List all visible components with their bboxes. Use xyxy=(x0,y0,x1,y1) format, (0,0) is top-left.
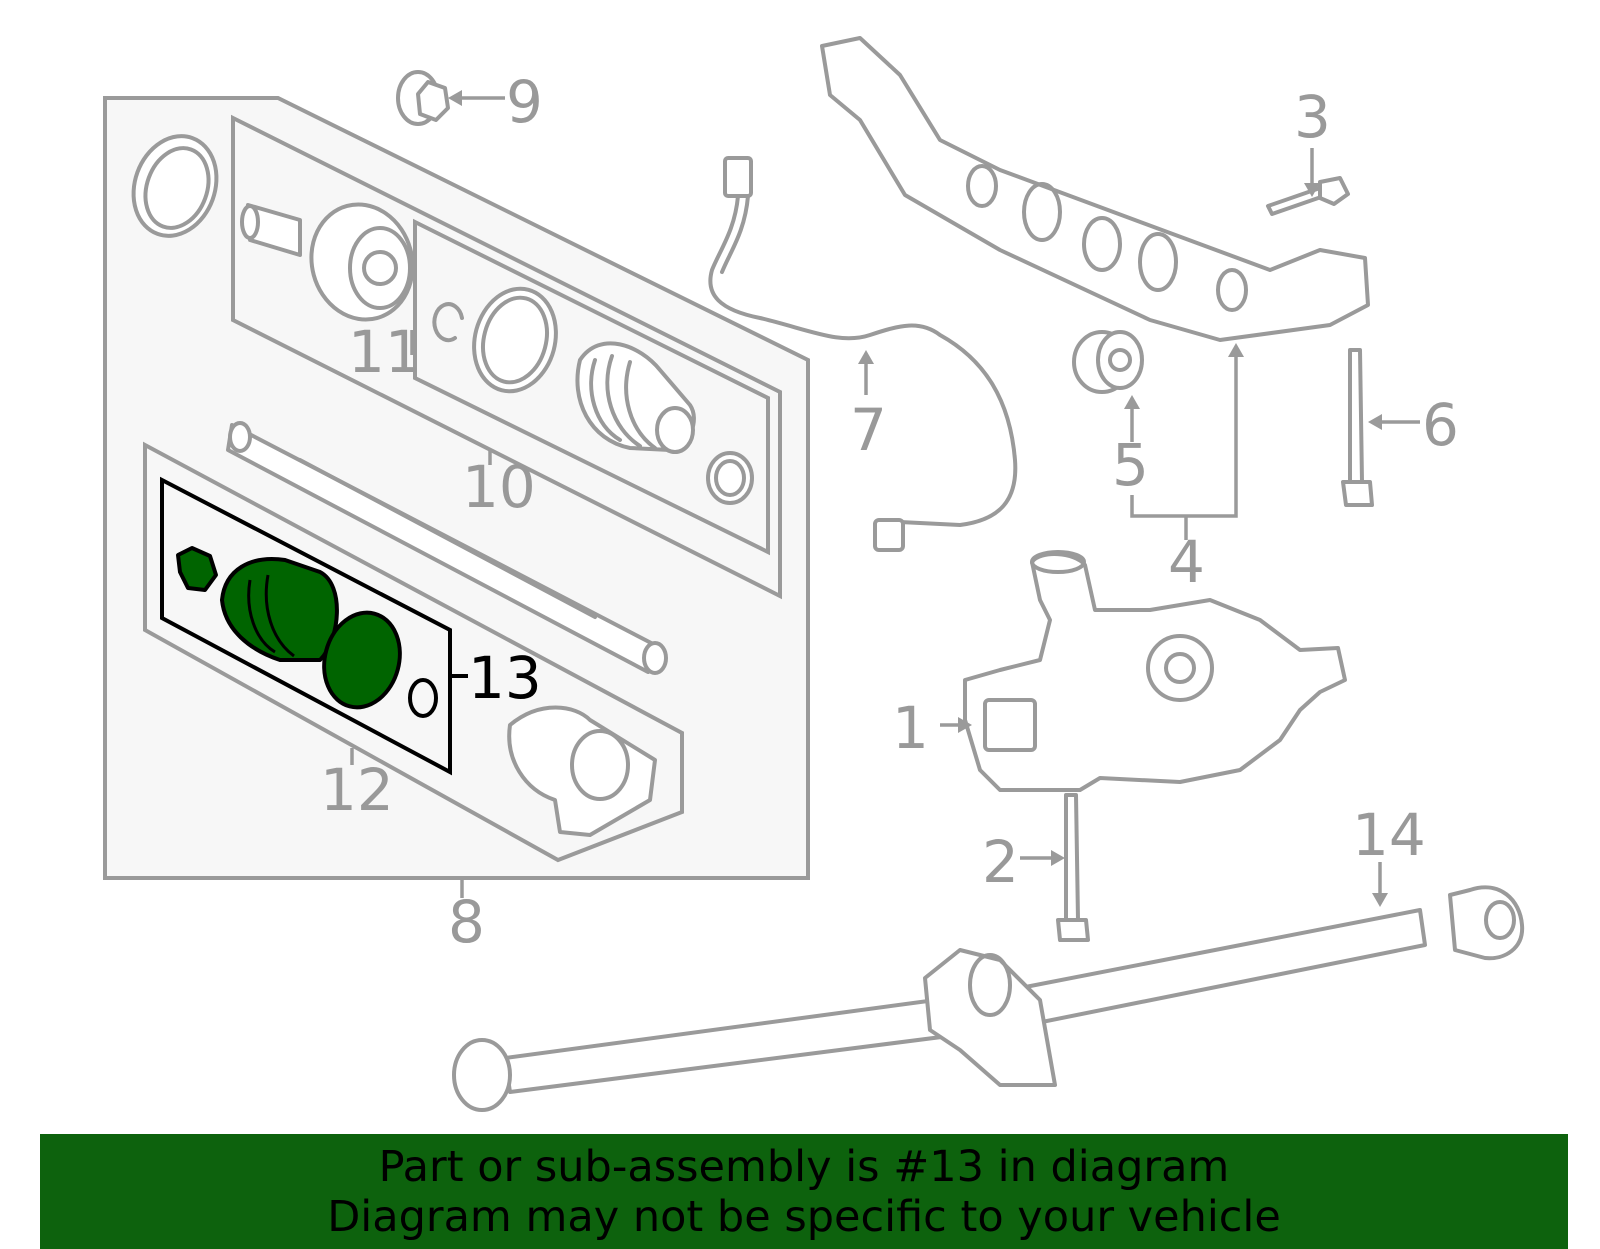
bolt-6 xyxy=(1341,348,1374,507)
callout-8: 8 xyxy=(448,888,485,956)
propeller-shaft xyxy=(452,885,1525,1112)
callout-7: 7 xyxy=(850,396,887,464)
banner-line-2: Diagram may not be specific to your vehi… xyxy=(327,1192,1281,1242)
callout-5: 5 xyxy=(1112,431,1149,499)
bushing-5 xyxy=(1072,330,1144,394)
callout-3: 3 xyxy=(1294,83,1331,151)
callout-9: 9 xyxy=(506,68,543,136)
kit-13-parts xyxy=(176,546,438,718)
axle-shaft xyxy=(226,421,668,675)
callout-11: 11 xyxy=(348,318,422,386)
callout-13: 13 xyxy=(468,644,542,712)
callout-6: 6 xyxy=(1422,391,1459,459)
wiring-harness-7 xyxy=(708,156,1018,552)
kit-ring xyxy=(408,678,438,718)
bolt-3 xyxy=(1266,176,1350,216)
callout-14: 14 xyxy=(1352,801,1426,869)
callout-1: 1 xyxy=(892,694,929,762)
nut-9 xyxy=(396,70,450,126)
banner-line-1: Part or sub-assembly is #13 in diagram xyxy=(378,1142,1230,1192)
clip-ring xyxy=(432,302,464,343)
callout-4: 4 xyxy=(1168,528,1205,596)
callout-2: 2 xyxy=(982,828,1019,896)
small-clamp xyxy=(706,451,754,505)
info-banner: Part or sub-assembly is #13 in diagram D… xyxy=(40,1134,1568,1249)
kit-clamp xyxy=(176,546,218,592)
differential xyxy=(963,550,1347,792)
kit-band xyxy=(322,610,402,710)
inner-joint-housing xyxy=(507,705,657,837)
cv-boot xyxy=(575,341,696,454)
crossmember xyxy=(820,36,1370,342)
bolt-2 xyxy=(1056,793,1090,942)
seal-ring xyxy=(131,134,219,238)
leader-lines xyxy=(350,90,1420,907)
callout-12: 12 xyxy=(320,756,394,824)
callout-10: 10 xyxy=(462,453,536,521)
kit-13-frame xyxy=(160,476,452,776)
boot-band xyxy=(472,286,558,394)
outer-cv-joint xyxy=(240,202,415,322)
